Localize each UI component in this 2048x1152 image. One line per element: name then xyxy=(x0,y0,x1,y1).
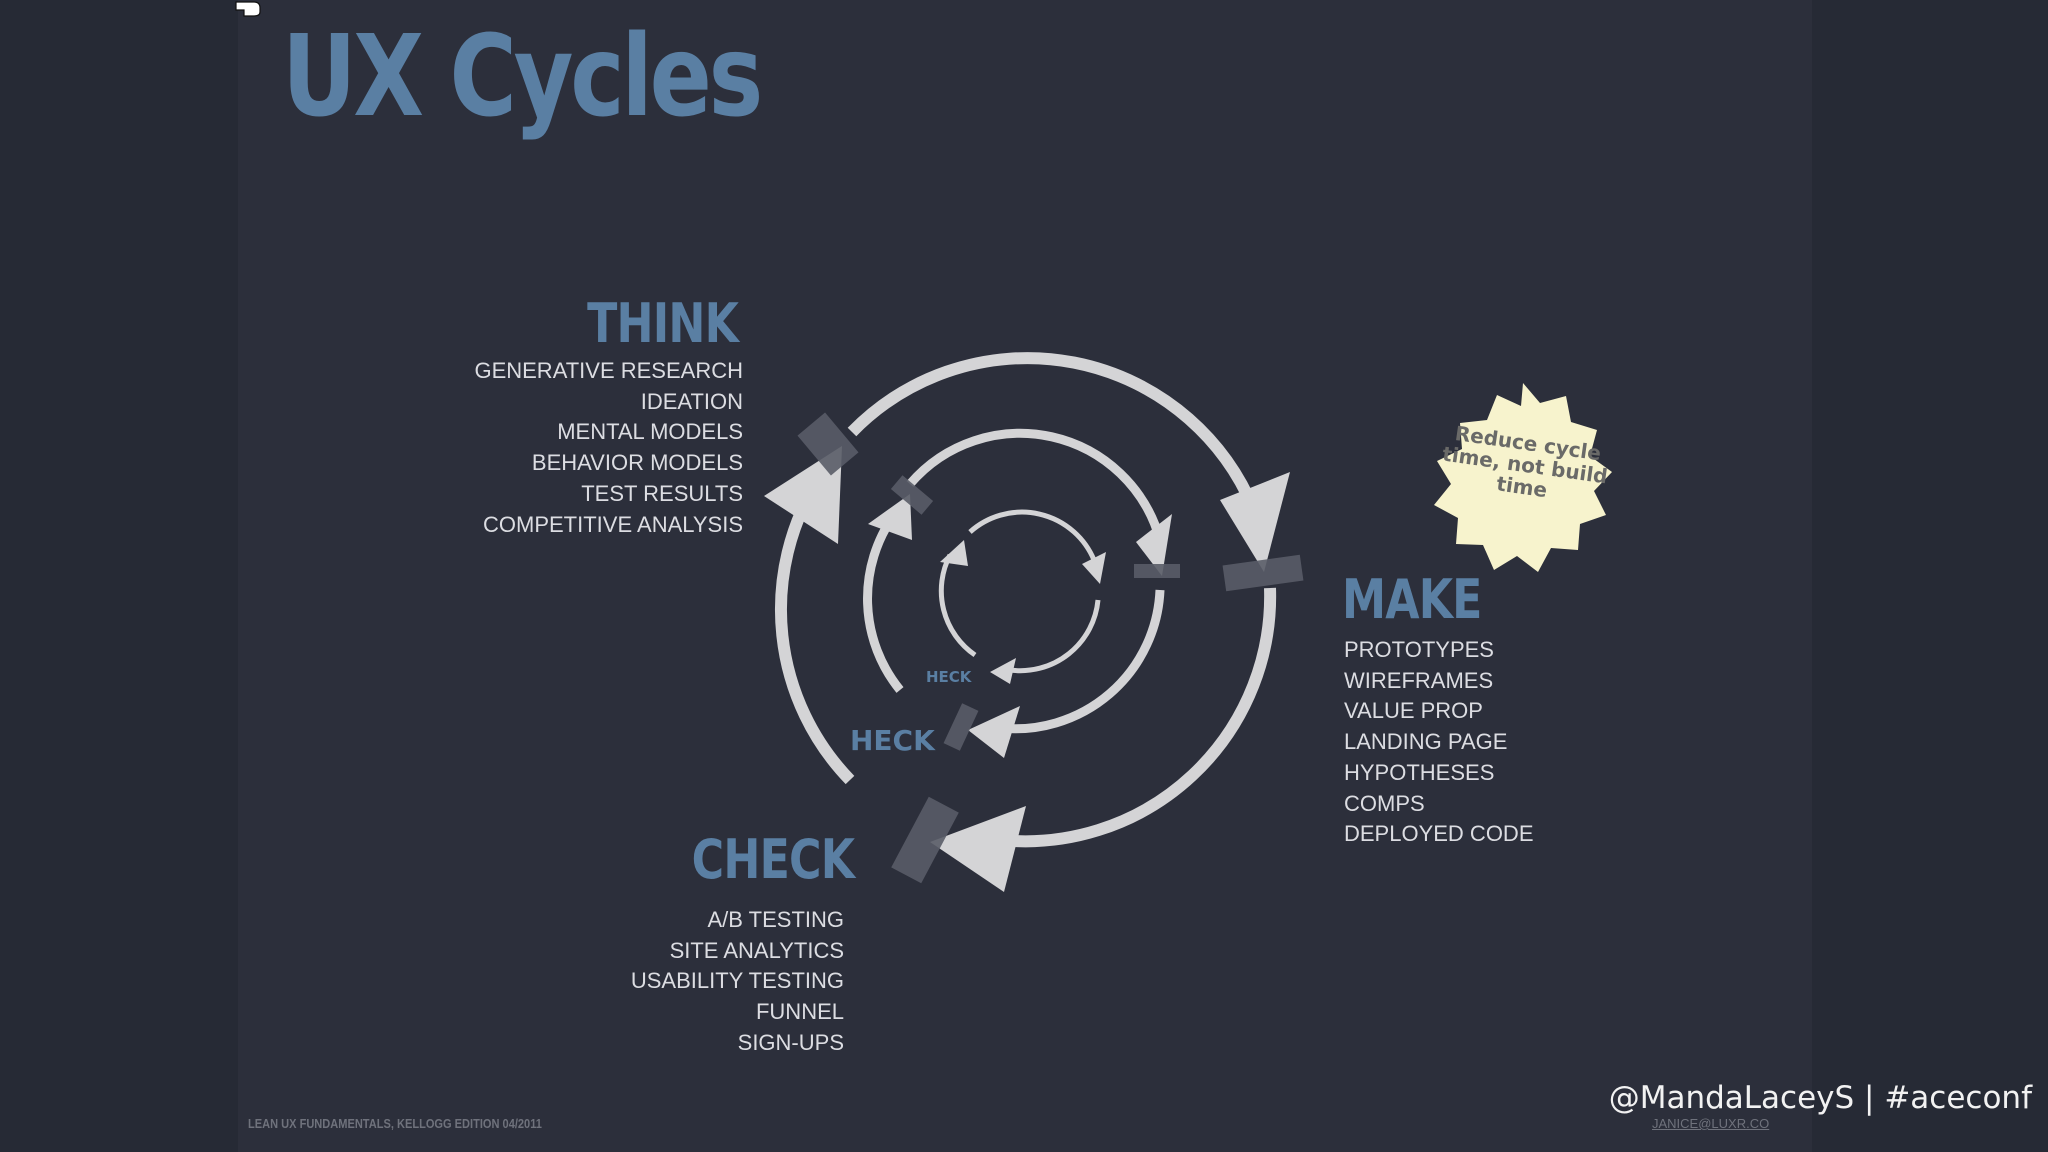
inner-cycle-arc xyxy=(1009,599,1101,674)
middle-arrowhead xyxy=(968,706,1020,758)
check-list: A/B TESTING SITE ANALYTICS USABILITY TES… xyxy=(631,905,844,1059)
list-item: FUNNEL xyxy=(755,999,844,1025)
inner-cycle-arc xyxy=(968,509,1097,561)
outer-arrowhead xyxy=(764,446,842,544)
list-item: COMPS xyxy=(1344,790,1425,816)
middle-cycle-label: HECK xyxy=(850,724,936,757)
think-list: GENERATIVE RESEARCH IDEATION MENTAL MODE… xyxy=(474,356,743,540)
list-item: SITE ANALYTICS xyxy=(669,937,844,963)
inner-arrowhead xyxy=(940,540,968,566)
list-item: MENTAL MODELS xyxy=(557,419,743,445)
middle-arrowhead xyxy=(1136,514,1172,576)
inner-arrowhead xyxy=(990,658,1016,684)
list-item: VALUE PROP xyxy=(1344,698,1483,724)
list-item: HYPOTHESES xyxy=(1344,759,1495,785)
list-item: USABILITY TESTING xyxy=(630,968,844,994)
check-title: CHECK xyxy=(691,828,854,891)
slide-title: UX Cycles xyxy=(282,12,763,142)
list-item: SIGN-UPS xyxy=(737,1029,844,1055)
middle-arrowhead xyxy=(868,494,912,540)
slide-footer-email: JANICE@LUXR.CO xyxy=(1652,1116,1770,1131)
tape-strip xyxy=(943,703,979,751)
middle-cycle-arc xyxy=(863,512,904,693)
make-list: PROTOTYPES WIREFRAMES VALUE PROP LANDING… xyxy=(1344,635,1534,850)
slide-background xyxy=(238,0,1812,1152)
middle-cycle-arc xyxy=(999,589,1165,734)
list-item: A/B TESTING xyxy=(707,907,844,932)
inner-cycle-arc xyxy=(938,553,977,658)
middle-cycle-arc xyxy=(906,428,1165,542)
list-item: BEHAVIOR MODELS xyxy=(531,450,743,476)
tape-strip xyxy=(890,475,934,515)
outer-cycle-arc xyxy=(999,587,1277,848)
slide-footer-source: LEAN UX FUNDAMENTALS, KELLOGG EDITION 04… xyxy=(248,1116,542,1131)
outer-arrowhead xyxy=(930,806,1026,892)
list-item: WIREFRAMES xyxy=(1344,667,1494,693)
inner-cycle-label: HECK xyxy=(926,668,973,686)
speaker-handle-overlay: @MandaLaceyS | #aceconf xyxy=(1608,1080,2032,1116)
think-title: THINK xyxy=(586,292,739,355)
list-item: TEST RESULTS xyxy=(581,480,743,506)
tape-strip xyxy=(797,412,859,476)
list-item: LANDING PAGE xyxy=(1344,729,1508,755)
outer-arrowhead xyxy=(1220,472,1290,572)
tape-strip xyxy=(1222,554,1304,592)
list-item: GENERATIVE RESEARCH xyxy=(474,358,743,383)
inner-arrowhead xyxy=(1082,552,1106,584)
list-item: DEPLOYED CODE xyxy=(1344,821,1534,847)
outer-cycle-arc xyxy=(847,352,1260,513)
make-title: MAKE xyxy=(1342,568,1482,631)
list-item: COMPETITIVE ANALYSIS xyxy=(483,511,743,537)
list-item: IDEATION xyxy=(640,388,743,414)
outer-cycle-arc xyxy=(775,476,855,785)
tape-strip xyxy=(891,796,959,884)
hand-cursor-icon xyxy=(235,1,261,17)
list-item: PROTOTYPES xyxy=(1344,637,1494,662)
tape-strip xyxy=(1134,564,1180,578)
badge-starburst xyxy=(1434,383,1612,572)
